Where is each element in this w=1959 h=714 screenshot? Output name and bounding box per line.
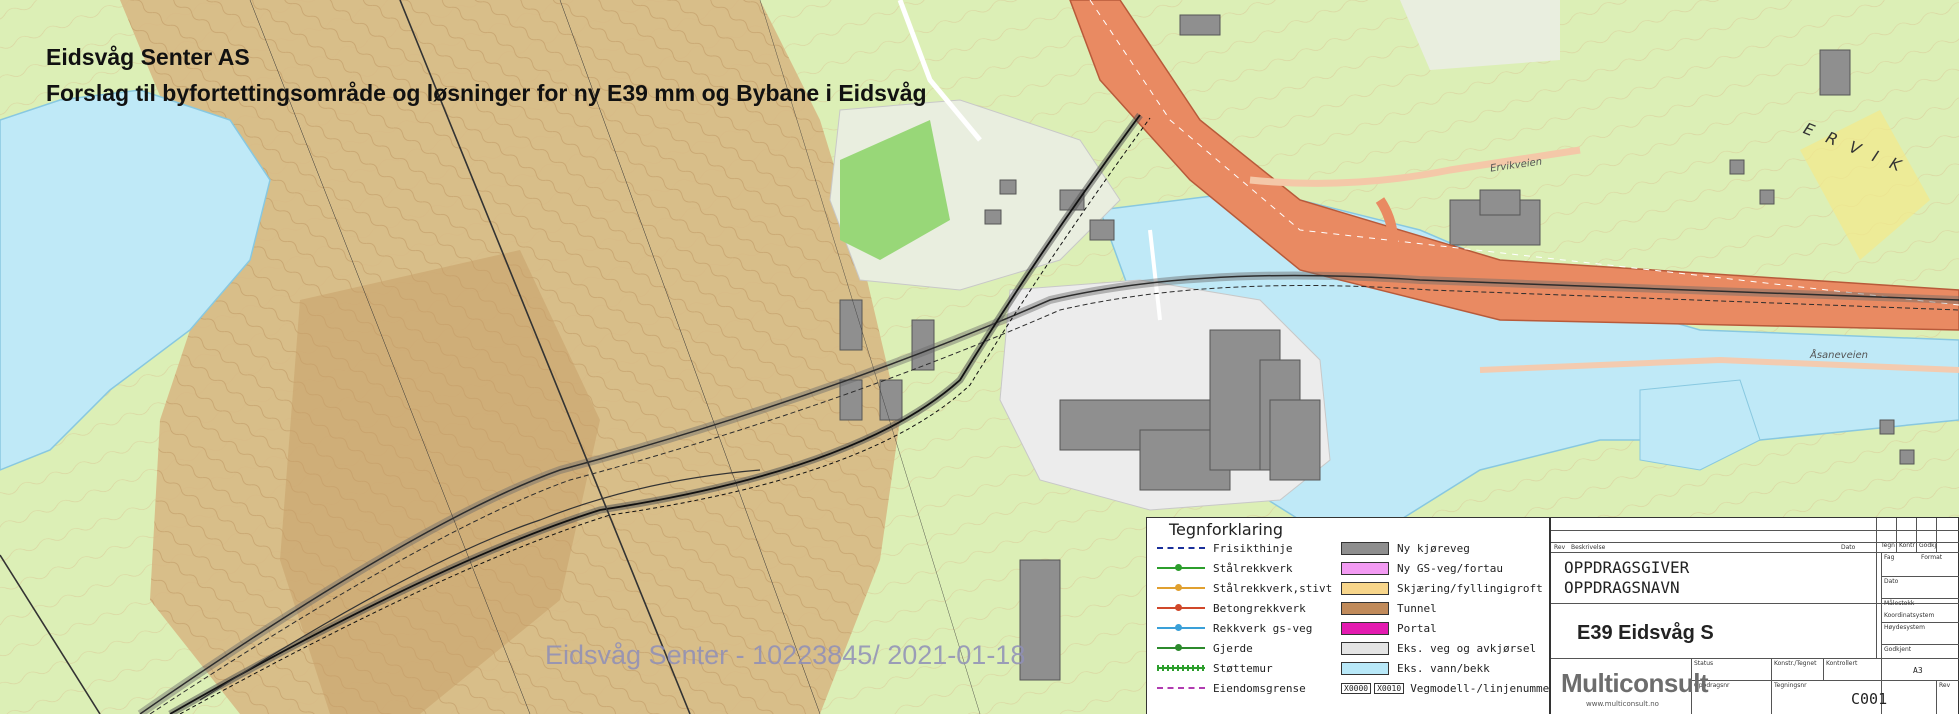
- legend-line-symbol: [1157, 682, 1205, 694]
- alignments: [137, 112, 1959, 714]
- title-block-field-label: Høydesystem: [1884, 624, 1925, 631]
- legend-swatch-label: Eks. vann/bekk: [1397, 661, 1490, 675]
- legend-line-item: Støttemur: [1157, 658, 1273, 678]
- client-name: OPPDRAGSGIVER: [1564, 558, 1690, 577]
- legend-line-item: Betongrekkverk: [1157, 598, 1306, 618]
- legend-swatch-color: [1341, 581, 1389, 595]
- drawing-title: E39 Eidsvåg S: [1577, 622, 1714, 644]
- title-block-field-label: Dato: [1884, 578, 1899, 585]
- legend-line-symbol: [1157, 642, 1205, 654]
- legend-line-symbol: [1157, 542, 1205, 554]
- title-block-field-label: Status: [1694, 660, 1714, 667]
- legend-swatch-item: Ny GS-veg/fortau: [1341, 558, 1503, 578]
- legend-line-label: Støttemur: [1213, 661, 1273, 675]
- title-block-field-label: Format: [1921, 554, 1943, 561]
- drawing-format: A3: [1913, 666, 1923, 675]
- title-block-field-label: Konstr./Tegnet: [1774, 660, 1817, 667]
- title-block-field-label: Godkjent: [1884, 646, 1912, 653]
- title-block-field-label: Tegningsnr: [1774, 682, 1807, 689]
- legend-swatch-label: Tunnel: [1397, 601, 1437, 615]
- legend-model-tag-1: X0000: [1341, 682, 1372, 694]
- legend-swatch-label: Eks. veg og avkjørsel: [1397, 641, 1537, 655]
- grid-lines: [0, 0, 981, 714]
- buildings: [839, 14, 1915, 681]
- legend-swatch-label: Portal: [1397, 621, 1437, 635]
- legend-line-label: Betongrekkverk: [1213, 601, 1306, 615]
- title-block-field-label: Kontrollert: [1826, 660, 1858, 667]
- legend-swatch-label: Skjæring/fyllingigroft: [1397, 581, 1543, 595]
- legend-swatch-color: [1341, 641, 1389, 655]
- title-block-field-label: Fag: [1884, 554, 1895, 561]
- legend-swatch-item: Eks. veg og avkjørsel: [1341, 638, 1536, 658]
- title-block-header-cell: Rev: [1554, 544, 1566, 551]
- road-label-asaneveien: Åsaneveien: [1810, 350, 1869, 361]
- legend-line-symbol: [1157, 662, 1205, 674]
- legend-line-item: Gjerde: [1157, 638, 1253, 658]
- map-subtitle: Forslag til byfortettingsområde og løsni…: [46, 80, 927, 106]
- legend-swatch-item: Tunnel: [1341, 598, 1437, 618]
- legend-swatch-item: Skjæring/fyllingigroft: [1341, 578, 1543, 598]
- legend-line-symbol: [1157, 582, 1205, 594]
- drawing-number: C001: [1851, 690, 1888, 708]
- legend-line-item: Rekkverk gs-veg: [1157, 618, 1312, 638]
- legend-line-item: Stålrekkverk: [1157, 558, 1292, 578]
- legend-swatch-item: Portal: [1341, 618, 1437, 638]
- legend-line-label: Rekkverk gs-veg: [1213, 621, 1313, 635]
- legend-model-label: Vegmodell-/linjenummer: [1410, 681, 1556, 695]
- title-block-header-cell: Dato: [1841, 544, 1856, 551]
- title-block-header-cell: Godkj: [1919, 542, 1937, 549]
- title-block-field-label: Oppdragsnr: [1694, 682, 1730, 689]
- legend-swatch-item: Eks. vann/bekk: [1341, 658, 1490, 678]
- legend-swatch-color: [1341, 561, 1389, 575]
- title-block-header-cell: Tegn: [1881, 542, 1895, 549]
- field-green: [840, 120, 950, 260]
- legend-swatch-color: [1341, 621, 1389, 635]
- company-logo: Multiconsult: [1561, 668, 1709, 698]
- project-name: OPPDRAGSNAVN: [1564, 578, 1680, 597]
- legend-line-item: Stålrekkverk,stivt: [1157, 578, 1332, 598]
- legend-line-label: Frisikthinje: [1213, 541, 1293, 555]
- legend-swatch-color: [1341, 601, 1389, 615]
- legend-line-item: Eiendomsgrense: [1157, 678, 1306, 698]
- legend-line-label: Eiendomsgrense: [1213, 681, 1306, 695]
- title-block-header-cell: Beskrivelse: [1571, 544, 1606, 551]
- legend-line-label: Gjerde: [1213, 641, 1253, 655]
- title-block-field-label: Rev: [1939, 682, 1951, 689]
- legend-swatch-label: Ny GS-veg/fortau: [1397, 561, 1503, 575]
- map-title: Eidsvåg Senter AS: [46, 44, 250, 70]
- legend-swatch-label: Ny kjøreveg: [1397, 541, 1470, 555]
- legend-title: Tegnforklaring: [1169, 520, 1284, 539]
- legend-line-label: Stålrekkverk: [1213, 561, 1293, 575]
- road-e39-new: [1069, 0, 1959, 331]
- road-existing: [1249, 146, 1581, 187]
- legend-model-item: X0000 X0010 Vegmodell-/linjenummer: [1341, 678, 1556, 698]
- legend-swatch-color: [1341, 541, 1389, 555]
- legend-line-label: Stålrekkverk,stivt: [1213, 581, 1333, 595]
- title-block-field-label: Målestokk: [1884, 600, 1915, 607]
- legend-line-item: Frisikthinje: [1157, 538, 1292, 558]
- legend-swatch-item: Ny kjøreveg: [1341, 538, 1470, 558]
- title-block-field-label: Koordinatsystem: [1884, 612, 1935, 619]
- watermark-text: Eidsvåg Senter - 10223845/ 2021-01-18: [545, 640, 1026, 670]
- legend-line-symbol: [1157, 562, 1205, 574]
- legend-model-tag-2: X0010: [1374, 682, 1405, 694]
- legend-line-symbol: [1157, 602, 1205, 614]
- title-block-header-cell: Kontr: [1899, 542, 1915, 549]
- legend-line-symbol: [1157, 622, 1205, 634]
- company-url: www.multiconsult.no: [1586, 700, 1659, 708]
- lake-left: [0, 89, 271, 471]
- legend-swatch-color: [1341, 661, 1389, 675]
